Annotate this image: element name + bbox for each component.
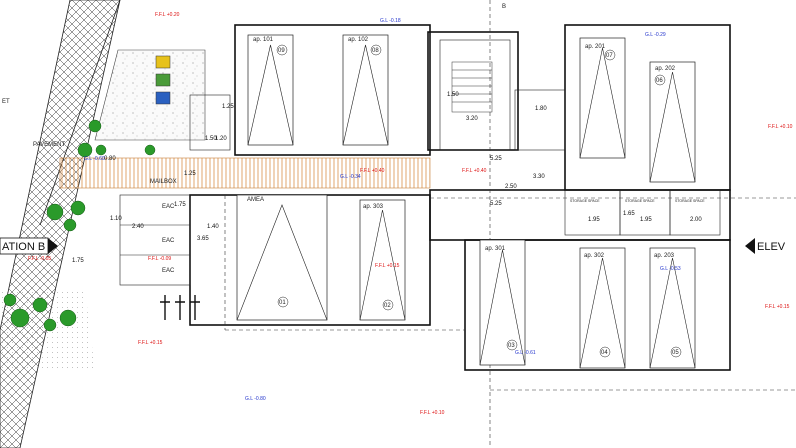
svg-text:1.25: 1.25 — [184, 171, 196, 177]
storage-label-3: STORAGE SPACE — [675, 199, 705, 203]
storage-label-1: STORAGE SPACE — [570, 199, 600, 203]
svg-text:F.F.L +0.40: F.F.L +0.40 — [462, 168, 487, 174]
svg-text:07: 07 — [606, 53, 613, 59]
recycle-bin-yellow — [155, 55, 171, 69]
svg-text:05: 05 — [672, 350, 679, 356]
svg-text:F.F.L +0.10: F.F.L +0.10 — [768, 124, 793, 130]
svg-text:1.40: 1.40 — [207, 224, 219, 230]
svg-text:2.50: 2.50 — [505, 184, 517, 190]
recycle-bin-blue — [155, 91, 171, 105]
svg-text:G.L -0.80: G.L -0.80 — [245, 396, 266, 402]
eac-label-2: EAC — [162, 238, 175, 244]
paved-area — [94, 49, 206, 141]
svg-text:1.50: 1.50 — [447, 92, 459, 98]
svg-text:3.65: 3.65 — [197, 236, 209, 242]
eac-label-1: EAC — [162, 204, 175, 210]
svg-text:5.25: 5.25 — [490, 156, 502, 162]
svg-text:1.25: 1.25 — [222, 104, 234, 110]
svg-text:G.L -0.53: G.L -0.53 — [660, 266, 681, 272]
svg-text:G.L -0.29: G.L -0.29 — [645, 32, 666, 38]
et-label: ET — [2, 99, 10, 105]
bicycle-rack-icon — [160, 295, 200, 320]
ap-101-label: ap. 101 — [253, 37, 274, 43]
svg-text:1.20: 1.20 — [215, 136, 227, 142]
svg-text:06: 06 — [656, 78, 663, 84]
ap-302-label: ap. 302 — [584, 253, 605, 259]
storage-label-2: STORAGE SPACE — [625, 199, 655, 203]
eac-label-3: EAC — [162, 268, 175, 274]
north-label: B — [502, 4, 506, 10]
svg-text:F.F.L +0.15: F.F.L +0.15 — [765, 304, 790, 310]
svg-text:1.75: 1.75 — [72, 258, 84, 264]
space-numbers: 09 08 07 06 01 02 03 04 05 — [276, 44, 682, 358]
staircase — [451, 61, 493, 113]
svg-text:03: 03 — [508, 343, 515, 349]
svg-text:1.75: 1.75 — [174, 202, 186, 208]
svg-text:1.10: 1.10 — [110, 216, 122, 222]
recycle-bin-green — [155, 73, 171, 87]
svg-text:1.80: 1.80 — [535, 106, 547, 112]
mailbox-label: MAILBOX — [150, 179, 177, 185]
svg-text:F.F.L +0.20: F.F.L +0.20 — [155, 12, 180, 18]
amea-label: AMEA — [247, 197, 264, 203]
svg-text:F.F.L -0.05: F.F.L -0.05 — [28, 256, 51, 262]
ap-202-label: ap. 202 — [655, 66, 676, 72]
svg-text:ELEV: ELEV — [757, 241, 786, 253]
svg-text:09: 09 — [278, 48, 285, 54]
svg-text:G.L -0.61: G.L -0.61 — [515, 350, 536, 356]
elevation-marker-left: ATION B — [0, 237, 58, 255]
svg-text:G.L -0.18: G.L -0.18 — [380, 18, 401, 24]
pavement-label: PAVEMENT — [33, 142, 65, 148]
ap-102-label: ap. 102 — [348, 37, 369, 43]
svg-text:08: 08 — [372, 48, 379, 54]
svg-text:2.00: 2.00 — [690, 217, 702, 223]
level-annotations: F.F.L +0.20 G.L -0.18 G.L -0.29 F.F.L +0… — [28, 12, 793, 416]
svg-text:G.L -0.34: G.L -0.34 — [340, 174, 361, 180]
svg-text:1.95: 1.95 — [640, 217, 652, 223]
svg-text:04: 04 — [601, 350, 608, 356]
svg-text:1.50: 1.50 — [205, 136, 217, 142]
svg-text:F.F.L +0.40: F.F.L +0.40 — [360, 168, 385, 174]
ap-301-label: ap. 301 — [485, 246, 506, 252]
svg-text:ATION B: ATION B — [2, 241, 45, 253]
svg-text:F.F.L +0.15: F.F.L +0.15 — [375, 263, 400, 269]
svg-text:3.20: 3.20 — [466, 116, 478, 122]
trees — [3, 119, 156, 332]
elevation-marker-right: ELEV — [745, 238, 786, 254]
ramp-walkway — [59, 157, 431, 189]
ap-201-label: ap. 201 — [585, 44, 606, 50]
svg-text:02: 02 — [384, 303, 391, 309]
svg-text:0.80: 0.80 — [104, 156, 116, 162]
svg-text:2.40: 2.40 — [132, 224, 144, 230]
ap-203-label: ap. 203 — [654, 253, 675, 259]
walls — [119, 24, 731, 371]
svg-text:01: 01 — [279, 300, 286, 306]
parking-bays — [236, 34, 696, 369]
svg-text:1.95: 1.95 — [588, 217, 600, 223]
svg-text:3.30: 3.30 — [533, 174, 545, 180]
svg-text:1.65: 1.65 — [623, 211, 635, 217]
svg-text:F.F.L +0.10: F.F.L +0.10 — [420, 410, 445, 416]
svg-text:F.F.L +0.15: F.F.L +0.15 — [138, 340, 163, 346]
svg-text:G.L -0.60: G.L -0.60 — [84, 156, 105, 162]
boundary-hatch — [0, 0, 121, 448]
dimension-labels: 1.25 1.50 1.20 1.25 3.20 1.50 1.80 5.25 … — [72, 92, 702, 264]
svg-text:F.F.L -0.09: F.F.L -0.09 — [148, 256, 171, 262]
ap-303-label: ap. 303 — [363, 204, 384, 210]
svg-text:5.25: 5.25 — [490, 201, 502, 207]
